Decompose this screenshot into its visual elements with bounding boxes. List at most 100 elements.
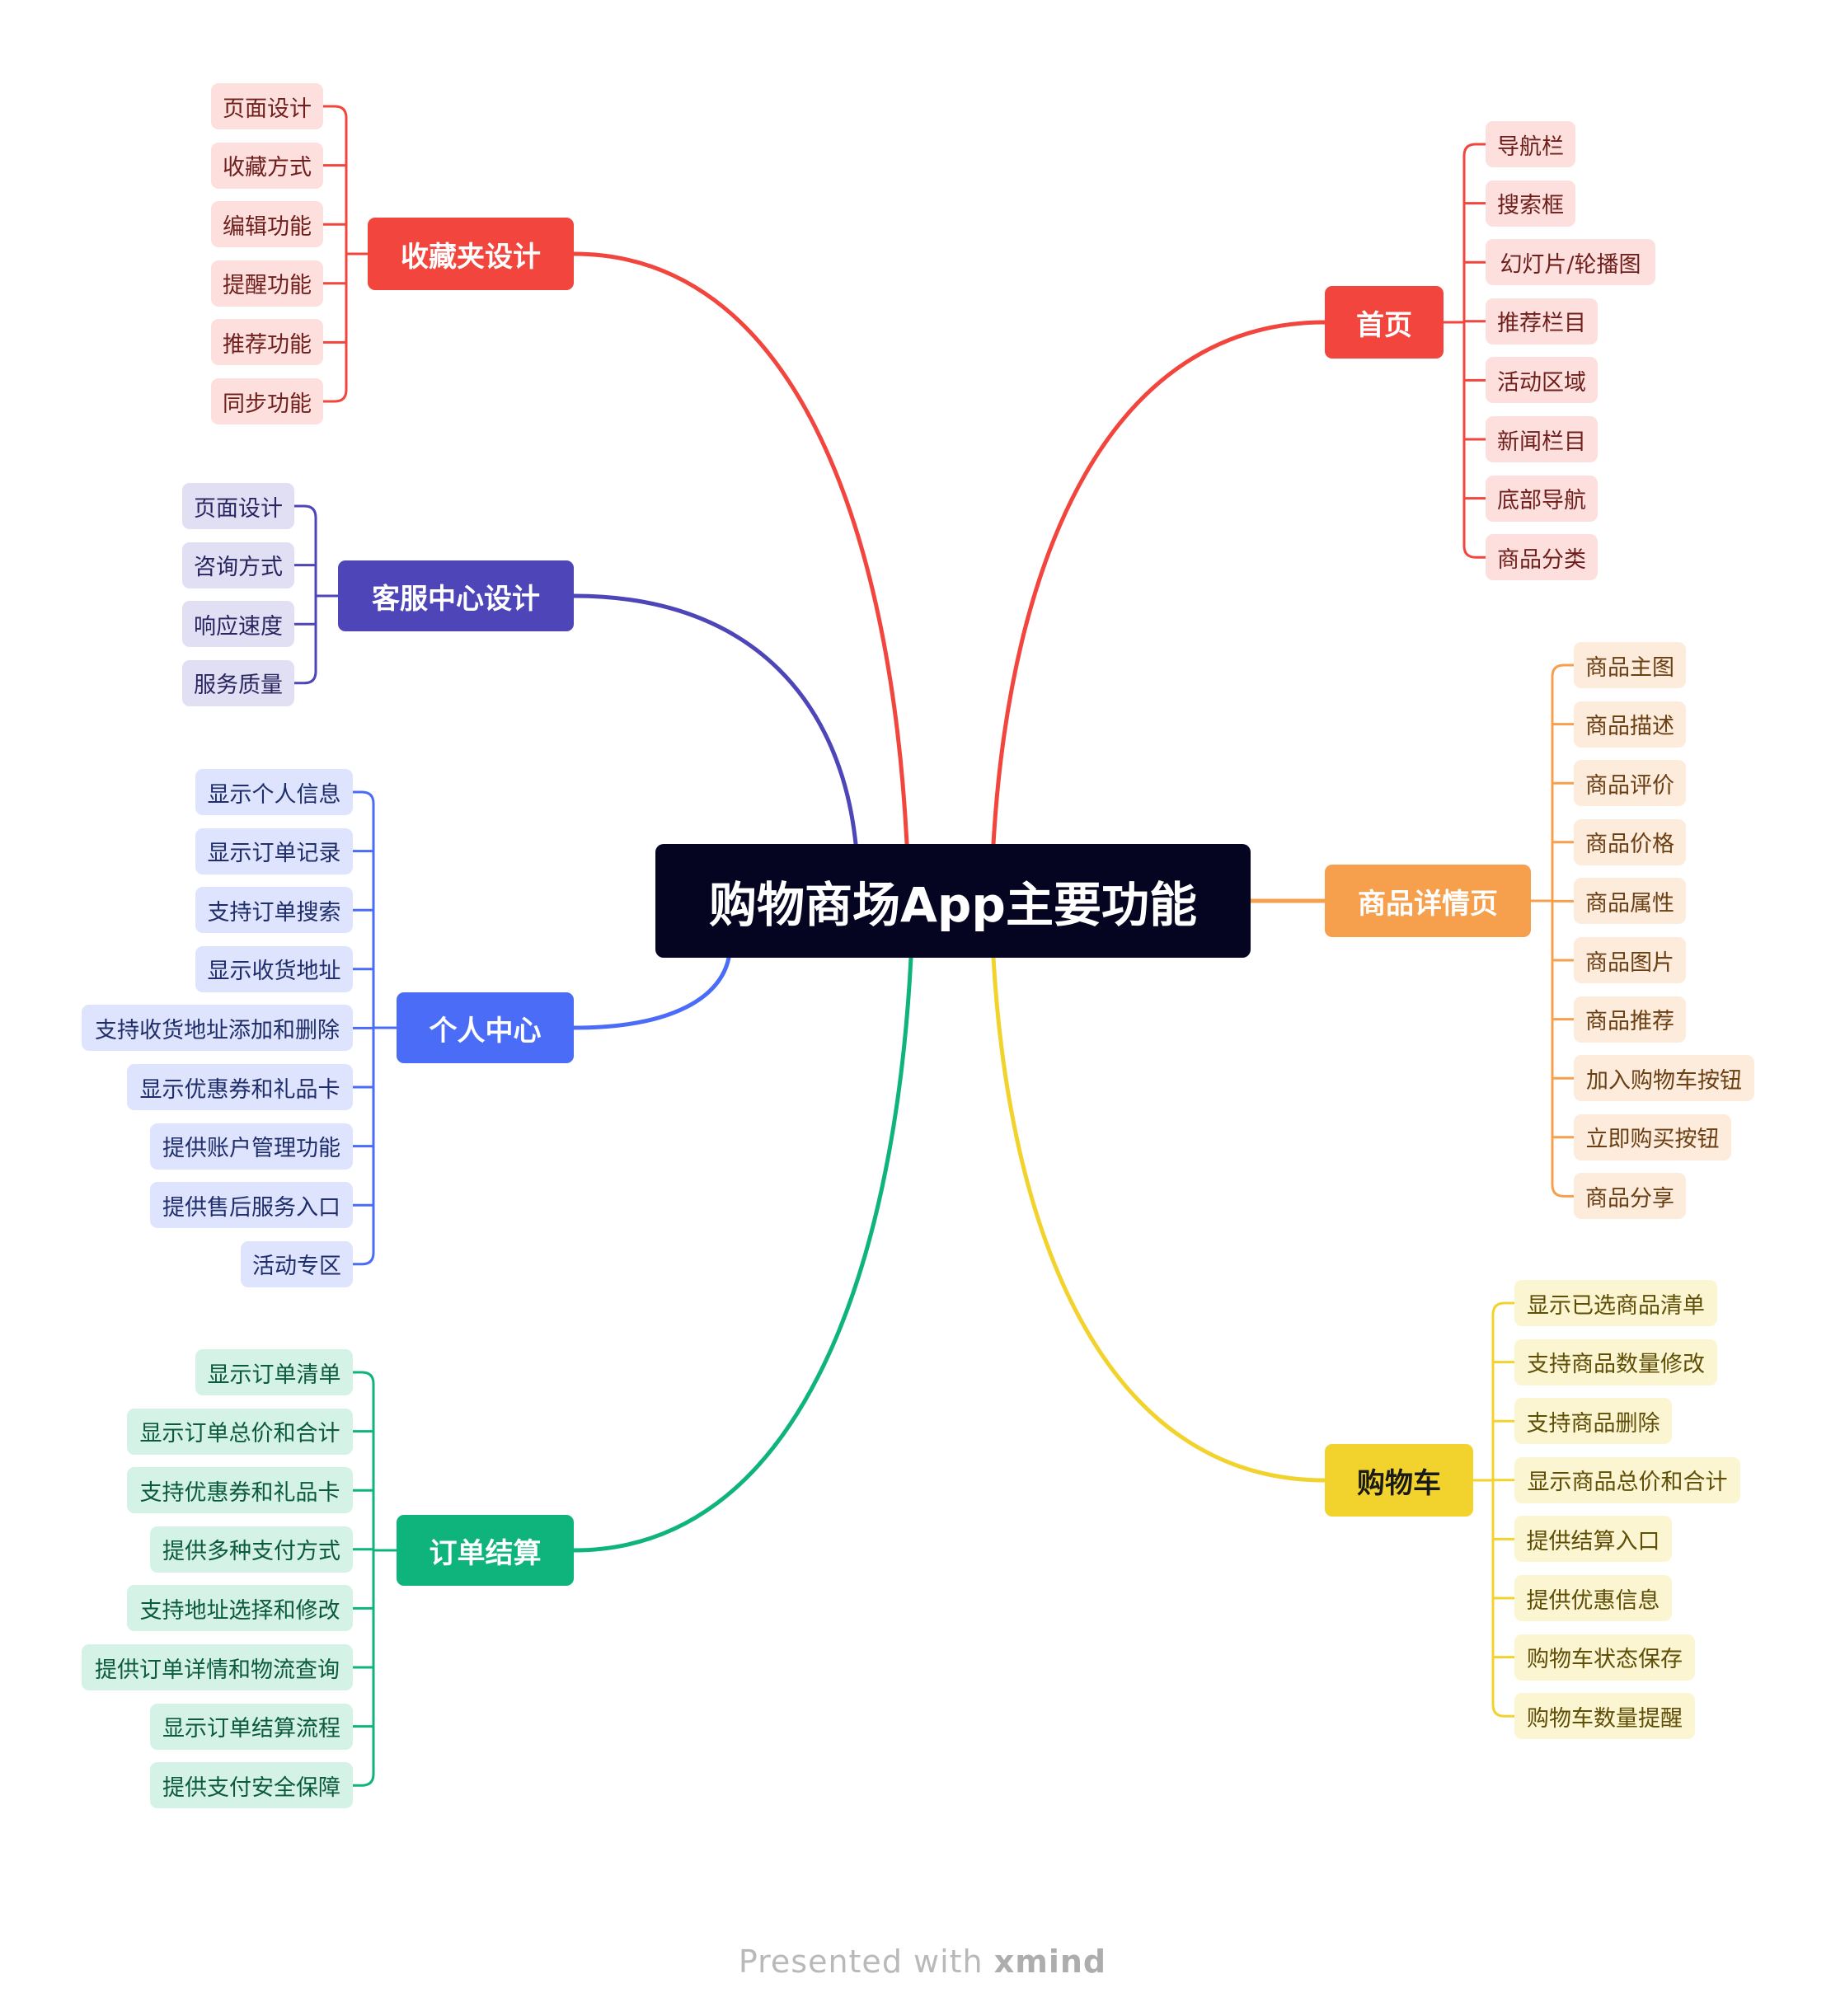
leaf-topic-cart[interactable]: 提供优惠信息 bbox=[1514, 1575, 1672, 1621]
leaf-topic-detail[interactable]: 立即购买按钮 bbox=[1574, 1113, 1731, 1160]
leaf-topic-label: 商品图片 bbox=[1585, 949, 1674, 976]
elbow-detail-9 bbox=[1551, 1183, 1575, 1198]
branch-topic-label: 订单结算 bbox=[429, 1536, 542, 1570]
leaf-topic-favorites[interactable]: 编辑功能 bbox=[211, 201, 323, 248]
elbow-favorites-5 bbox=[322, 388, 348, 403]
leaf-topic-checkout[interactable]: 提供多种支付方式 bbox=[150, 1526, 353, 1573]
leaf-topic-favorites[interactable]: 提醒功能 bbox=[211, 260, 323, 307]
leaf-topic-profile[interactable]: 提供账户管理功能 bbox=[150, 1123, 353, 1170]
leaf-topic-label: 显示优惠券和礼品卡 bbox=[139, 1076, 340, 1103]
leaf-topic-home[interactable]: 商品分类 bbox=[1486, 534, 1598, 581]
leaf-topic-detail[interactable]: 商品分享 bbox=[1574, 1173, 1686, 1220]
leaf-topic-detail[interactable]: 商品描述 bbox=[1574, 701, 1686, 748]
branch-topic-cart[interactable]: 购物车 bbox=[1325, 1444, 1473, 1517]
branch-topic-detail[interactable]: 商品详情页 bbox=[1325, 865, 1531, 937]
branch-topic-label: 客服中心设计 bbox=[372, 582, 540, 616]
leaf-topic-detail[interactable]: 商品价格 bbox=[1574, 818, 1686, 865]
leaf-topic-detail[interactable]: 商品属性 bbox=[1574, 878, 1686, 925]
leaf-topic-detail[interactable]: 商品主图 bbox=[1574, 642, 1686, 688]
branch-topic-home[interactable]: 首页 bbox=[1325, 286, 1444, 359]
xmind-logo: xmind bbox=[993, 1943, 1107, 1980]
leaf-topic-profile[interactable]: 活动专区 bbox=[241, 1240, 353, 1287]
leaf-topic-detail[interactable]: 加入购物车按钮 bbox=[1574, 1055, 1754, 1102]
leaf-topic-profile[interactable]: 显示订单记录 bbox=[195, 827, 353, 874]
leaf-topic-label: 支持订单搜索 bbox=[207, 899, 341, 926]
leaf-topic-label: 支持商品数量修改 bbox=[1527, 1352, 1705, 1378]
leaf-topic-home[interactable]: 活动区域 bbox=[1486, 357, 1598, 404]
leaf-topic-checkout[interactable]: 提供订单详情和物流查询 bbox=[82, 1644, 353, 1690]
elbow-cart-7 bbox=[1491, 1703, 1516, 1718]
leaf-topic-cart[interactable]: 购物车数量提醒 bbox=[1514, 1693, 1695, 1740]
elbow-favorites-0 bbox=[322, 105, 348, 120]
leaf-topic-label: 显示订单清单 bbox=[207, 1362, 341, 1388]
curve-root-to-service bbox=[571, 593, 858, 846]
leaf-topic-profile[interactable]: 提供售后服务入口 bbox=[150, 1182, 353, 1229]
leaf-topic-label: 显示已选商品清单 bbox=[1527, 1292, 1705, 1319]
branch-topic-label: 首页 bbox=[1356, 308, 1412, 342]
root-topic-label: 购物商场App主要功能 bbox=[709, 877, 1197, 933]
leaf-topic-label: 商品分类 bbox=[1497, 546, 1586, 573]
leaf-topic-favorites[interactable]: 收藏方式 bbox=[211, 142, 323, 189]
leaf-topic-cart[interactable]: 支持商品删除 bbox=[1514, 1398, 1672, 1445]
footer-prefix: Presented with bbox=[738, 1943, 984, 1980]
branch-topic-service[interactable]: 客服中心设计 bbox=[338, 560, 574, 631]
leaf-topic-service[interactable]: 页面设计 bbox=[182, 483, 294, 529]
leaf-topic-label: 提供订单详情和物流查询 bbox=[95, 1657, 340, 1683]
curve-root-to-home bbox=[991, 320, 1327, 846]
leaf-topic-service[interactable]: 咨询方式 bbox=[182, 542, 294, 588]
leaf-topic-label: 提供多种支付方式 bbox=[162, 1539, 340, 1565]
leaf-topic-checkout[interactable]: 显示订单清单 bbox=[195, 1349, 353, 1395]
leaf-topic-cart[interactable]: 支持商品数量修改 bbox=[1514, 1339, 1717, 1385]
leaf-topic-checkout[interactable]: 显示订单总价和合计 bbox=[127, 1408, 353, 1455]
leaf-topic-label: 提醒功能 bbox=[223, 273, 312, 299]
leaf-topic-profile[interactable]: 支持收货地址添加和删除 bbox=[82, 1005, 353, 1052]
leaf-topic-label: 购物车状态保存 bbox=[1527, 1647, 1683, 1673]
branch-topic-label: 商品详情页 bbox=[1358, 887, 1498, 921]
leaf-topic-home[interactable]: 推荐栏目 bbox=[1486, 298, 1598, 345]
leaf-topic-label: 立即购买按钮 bbox=[1585, 1127, 1720, 1153]
leaf-topic-favorites[interactable]: 页面设计 bbox=[211, 83, 323, 129]
leaf-topic-checkout[interactable]: 支持优惠券和礼品卡 bbox=[127, 1467, 353, 1514]
elbow-home-7 bbox=[1462, 544, 1487, 559]
branch-topic-profile[interactable]: 个人中心 bbox=[397, 992, 574, 1063]
leaf-topic-profile[interactable]: 支持订单搜索 bbox=[195, 887, 353, 934]
leaf-topic-favorites[interactable]: 推荐功能 bbox=[211, 319, 323, 366]
leaf-topic-label: 显示订单记录 bbox=[207, 841, 341, 867]
leaf-topic-home[interactable]: 新闻栏目 bbox=[1486, 416, 1598, 462]
elbow-checkout-0 bbox=[351, 1371, 375, 1385]
leaf-topic-label: 商品描述 bbox=[1585, 714, 1674, 740]
leaf-topic-label: 底部导航 bbox=[1497, 488, 1586, 514]
leaf-topic-cart[interactable]: 显示已选商品清单 bbox=[1514, 1280, 1717, 1326]
leaf-topic-checkout[interactable]: 提供支付安全保障 bbox=[150, 1762, 353, 1809]
leaf-topic-profile[interactable]: 显示个人信息 bbox=[195, 769, 353, 815]
leaf-topic-checkout[interactable]: 支持地址选择和修改 bbox=[127, 1585, 353, 1632]
curve-root-to-profile bbox=[571, 955, 731, 1030]
leaf-topic-favorites[interactable]: 同步功能 bbox=[211, 378, 323, 424]
leaf-topic-cart[interactable]: 提供结算入口 bbox=[1514, 1516, 1672, 1563]
leaf-topic-profile[interactable]: 显示收货地址 bbox=[195, 945, 353, 992]
elbow-home-0 bbox=[1462, 143, 1487, 157]
leaf-topic-checkout[interactable]: 显示订单结算流程 bbox=[150, 1703, 353, 1750]
branch-topic-favorites[interactable]: 收藏夹设计 bbox=[368, 218, 574, 290]
leaf-topic-home[interactable]: 幻灯片/轮播图 bbox=[1486, 239, 1655, 286]
leaf-topic-detail[interactable]: 商品推荐 bbox=[1574, 996, 1686, 1043]
leaf-topic-detail[interactable]: 商品评价 bbox=[1574, 760, 1686, 807]
leaf-topic-home[interactable]: 导航栏 bbox=[1486, 121, 1575, 167]
leaf-topic-label: 商品分享 bbox=[1585, 1185, 1674, 1212]
leaf-topic-service[interactable]: 响应速度 bbox=[182, 601, 294, 648]
leaf-topic-label: 商品属性 bbox=[1585, 890, 1674, 917]
leaf-topic-cart[interactable]: 购物车状态保存 bbox=[1514, 1634, 1695, 1681]
branch-topic-checkout[interactable]: 订单结算 bbox=[397, 1515, 574, 1586]
root-topic[interactable]: 购物商场App主要功能 bbox=[655, 844, 1251, 958]
curve-root-to-checkout bbox=[571, 955, 913, 1553]
leaf-topic-profile[interactable]: 显示优惠券和礼品卡 bbox=[127, 1064, 353, 1110]
leaf-topic-detail[interactable]: 商品图片 bbox=[1574, 937, 1686, 983]
curve-root-to-favorites bbox=[571, 251, 909, 846]
leaf-topic-label: 页面设计 bbox=[223, 96, 312, 122]
leaf-topic-service[interactable]: 服务质量 bbox=[182, 659, 294, 706]
leaf-topic-cart[interactable]: 显示商品总价和合计 bbox=[1514, 1456, 1740, 1503]
elbow-checkout-7 bbox=[351, 1772, 375, 1787]
leaf-topic-home[interactable]: 搜索框 bbox=[1486, 180, 1575, 227]
leaf-topic-home[interactable]: 底部导航 bbox=[1486, 475, 1598, 522]
leaf-topic-label: 服务质量 bbox=[194, 673, 283, 699]
